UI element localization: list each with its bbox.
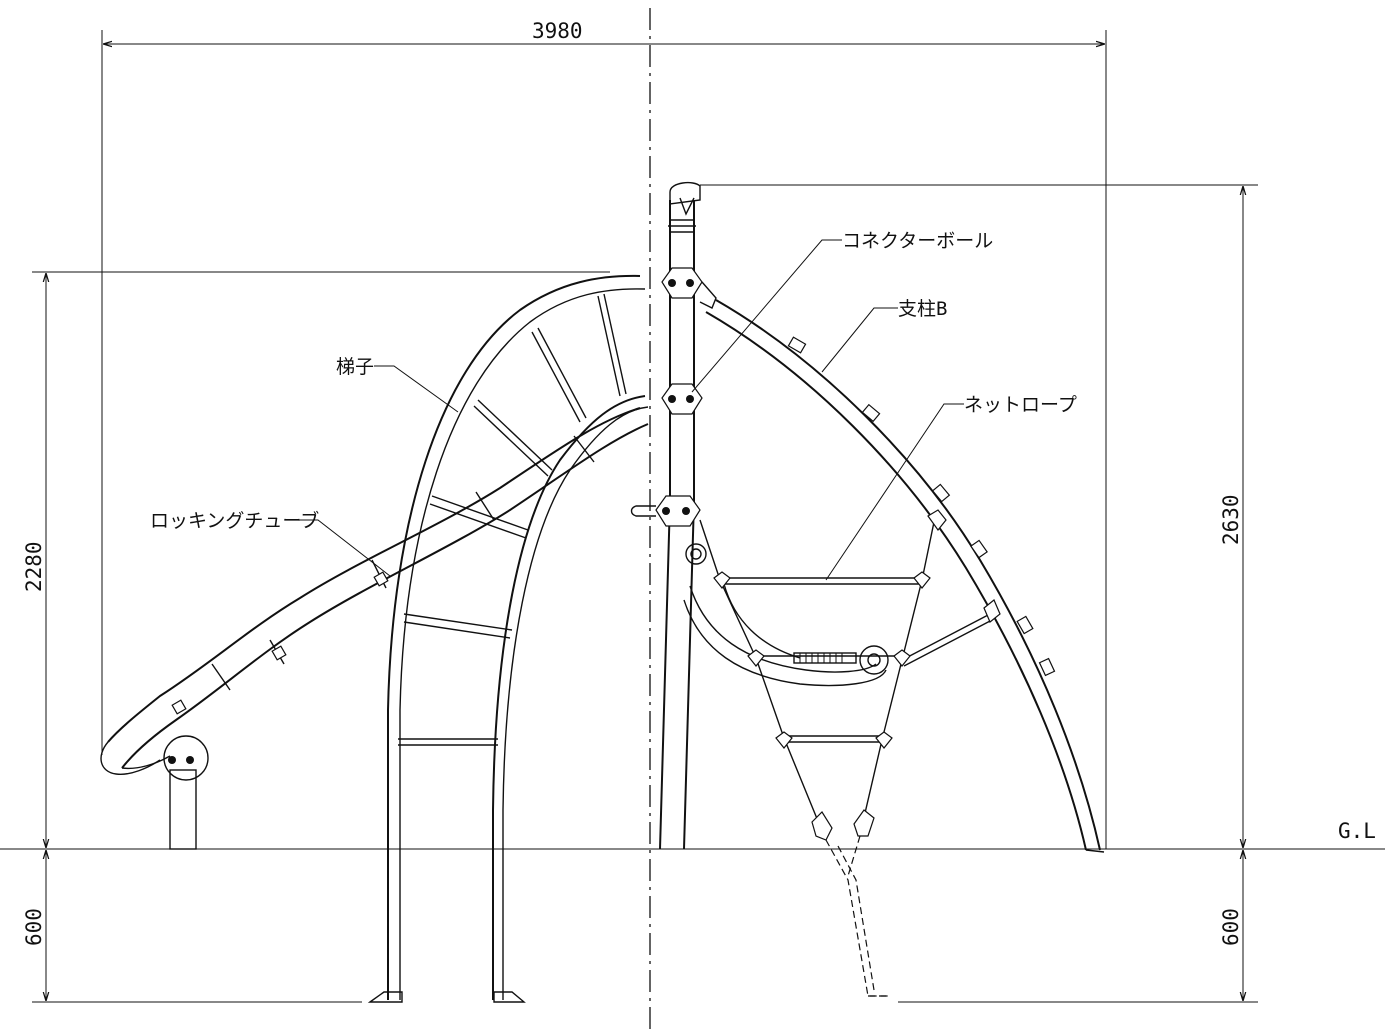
- label-post-b: 支柱B: [898, 298, 947, 320]
- locking-tube: [100, 407, 649, 850]
- connector-ball-mid: [661, 383, 703, 415]
- ladder: [367, 274, 649, 1003]
- dimension-depth-right: 600: [898, 850, 1258, 1003]
- dimension-ladder-height: 2280: [22, 271, 610, 848]
- post-b: [705, 299, 1105, 853]
- net-rope: [683, 509, 1001, 997]
- dimension-depth-left: 600: [22, 850, 362, 1003]
- callout-post-b: 支柱B: [821, 298, 947, 373]
- dimension-width: 3980: [101, 16, 1107, 849]
- connector-ball-top: [661, 267, 717, 309]
- label-ladder: 梯子: [336, 356, 374, 378]
- connector-ball-low: [630, 495, 707, 565]
- callout-ladder: 梯子: [336, 356, 459, 413]
- callout-locking-tube: ロッキングチューブ: [150, 509, 391, 577]
- label-locking-tube: ロッキングチューブ: [150, 509, 319, 532]
- ground-label: G.L: [1338, 819, 1376, 843]
- label-connector-ball: コネクターボール: [842, 230, 993, 252]
- dimension-ladder-height-value: 2280: [22, 541, 46, 592]
- dimension-post-height-value: 2630: [1219, 494, 1243, 545]
- dimension-width-value: 3980: [532, 19, 583, 43]
- dimension-depth-right-value: 600: [1219, 908, 1243, 946]
- label-net-rope: ネットロープ: [964, 394, 1077, 416]
- callout-net-rope: ネットロープ: [825, 394, 1077, 581]
- callout-connector-ball: コネクターボール: [691, 230, 993, 393]
- dimension-post-height: 2630: [700, 184, 1258, 848]
- dimension-depth-left-value: 600: [22, 908, 46, 946]
